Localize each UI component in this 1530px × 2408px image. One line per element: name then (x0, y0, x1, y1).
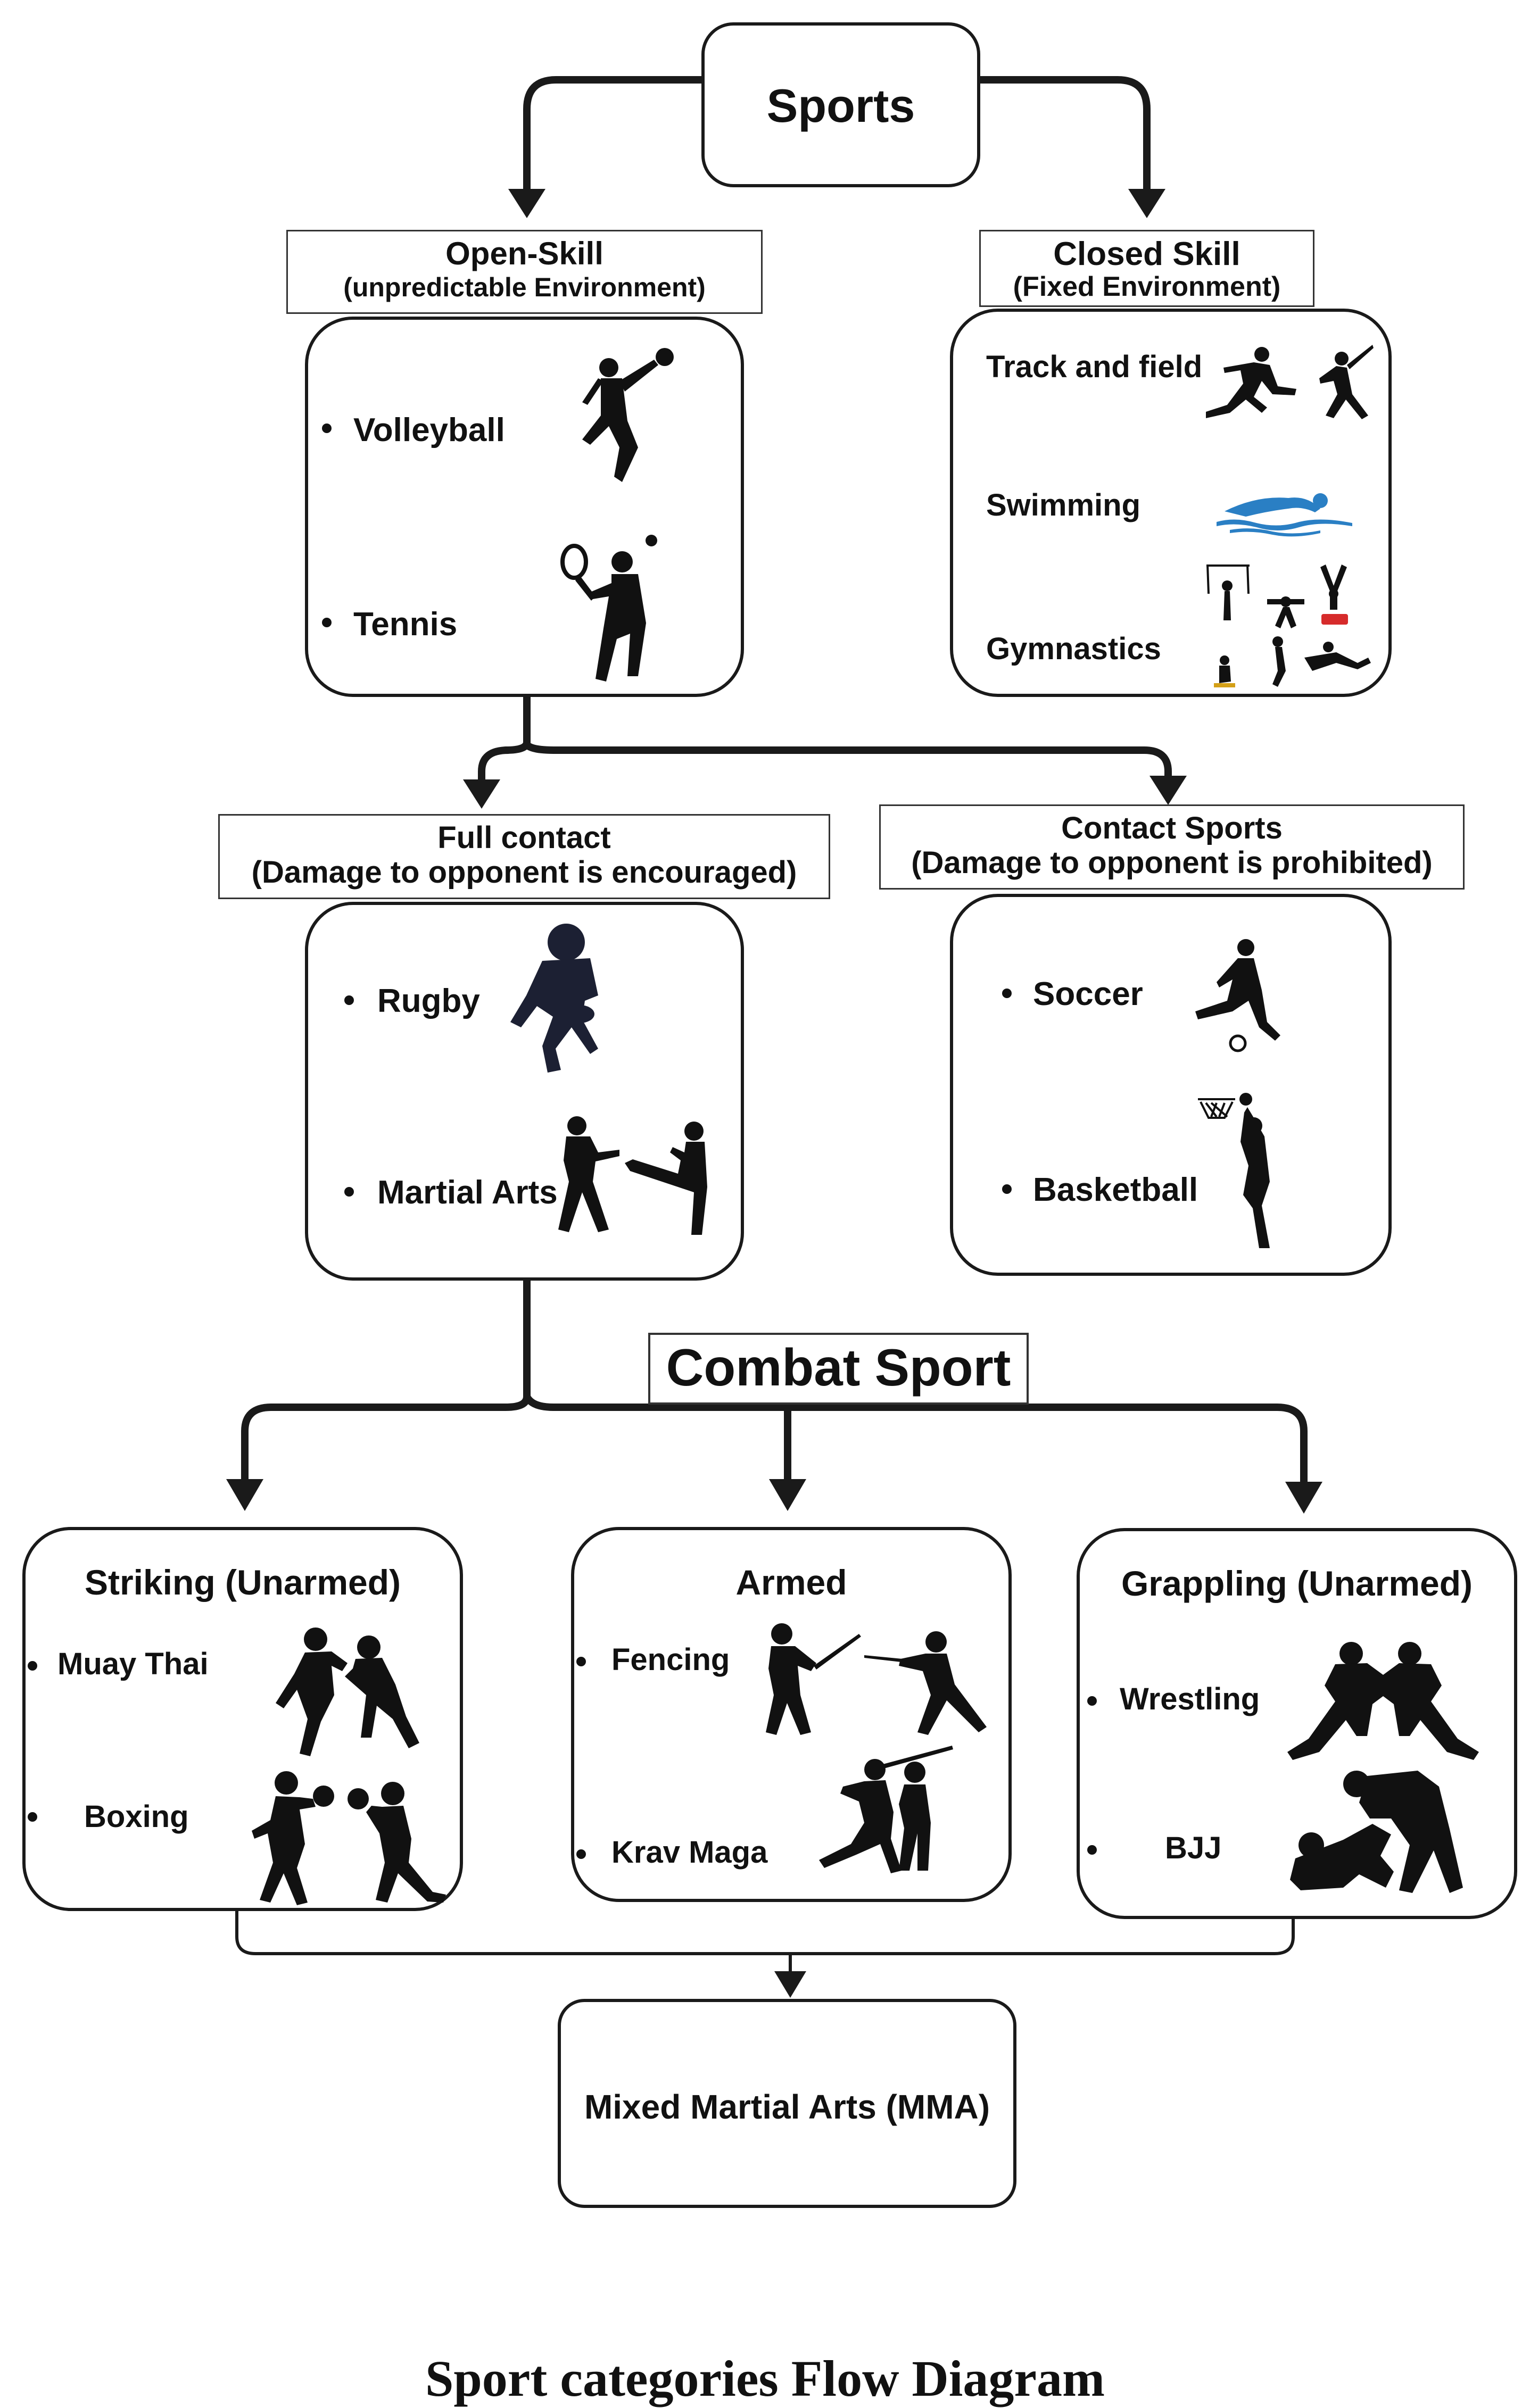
closed-skill-subtitle: (Fixed Environment) (1013, 271, 1281, 303)
item-basketball: Basketball (1033, 1172, 1198, 1208)
arrowheads (226, 189, 1322, 1998)
arrow-armed (769, 1479, 806, 1511)
closed-skill-title: Closed Skill (1053, 236, 1240, 272)
closed-skill-label-box: Closed Skill (Fixed Environment) (979, 230, 1314, 307)
connector-sports-open (523, 76, 705, 193)
gymnast-icon (1206, 564, 1371, 687)
bullet (344, 995, 354, 1005)
contact-sports-box: Soccer Basketball (950, 894, 1392, 1276)
full-contact-label-box: Full contact (Damage to opponent is enco… (218, 814, 830, 899)
contact-sports-subtitle: (Damage to opponent is prohibited) (911, 845, 1433, 880)
volleyball-player-icon (582, 348, 674, 482)
tennis-player-icon (560, 535, 657, 682)
sports-root-label: Sports (766, 79, 915, 132)
bjj-grapplers-icon (1290, 1771, 1463, 1893)
full-contact-title: Full contact (437, 820, 611, 855)
connector-sports-closed (977, 76, 1151, 193)
open-skill-title: Open-Skill (445, 236, 603, 271)
arrow-closed (1128, 189, 1165, 218)
full-contact-subtitle: (Damage to opponent is encouraged) (251, 854, 797, 890)
bullet (28, 1812, 37, 1822)
bullet (576, 1657, 586, 1666)
bullet (1087, 1696, 1097, 1706)
item-wrestling: Wrestling (1120, 1682, 1260, 1716)
bullet (28, 1661, 37, 1671)
track-and-field-icon (1206, 345, 1374, 419)
krav-maga-fighters-icon (819, 1746, 953, 1873)
mma-box: Mixed Martial Arts (MMA) (558, 1999, 1016, 2208)
bullet (344, 1187, 354, 1197)
striking-box: Striking (Unarmed) Muay Thai Boxing (22, 1527, 463, 1911)
connector-open-full (478, 738, 531, 788)
contact-sports-title: Contact Sports (1061, 811, 1283, 845)
fencers-icon (766, 1623, 987, 1735)
arrow-open (508, 189, 545, 218)
swimmer-icon (1217, 493, 1352, 537)
item-tennis: Tennis (353, 606, 458, 643)
contact-sports-label-box: Contact Sports (Damage to opponent is pr… (879, 804, 1465, 890)
connector-bottom-merge (235, 1903, 1295, 1955)
item-gymnastics: Gymnastics (986, 632, 1161, 666)
full-contact-box: Rugby Martial Arts (305, 902, 744, 1281)
arrow-mma (774, 1971, 806, 1998)
grappling-title: Grappling (Unarmed) (1121, 1564, 1473, 1603)
bullet (1087, 1845, 1097, 1855)
basketball-player-icon (1198, 1093, 1270, 1248)
open-skill-label-box: Open-Skill (unpredictable Environment) (286, 230, 763, 314)
open-skill-subtitle: (unpredictable Environment) (343, 272, 706, 302)
martial-arts-fighters-icon (558, 1116, 707, 1235)
armed-title: Armed (735, 1563, 847, 1602)
muay-thai-fighters-icon (276, 1628, 419, 1756)
bullet (576, 1849, 586, 1859)
connector-combat-left (241, 1393, 531, 1488)
rugby-player-icon (510, 924, 598, 1073)
arrow-striking (226, 1479, 263, 1511)
arrow-contact (1149, 776, 1187, 805)
item-boxing: Boxing (84, 1799, 189, 1834)
armed-box: Armed Fencing Krav Maga (571, 1527, 1012, 1902)
item-fencing: Fencing (611, 1642, 730, 1677)
connector-open-contact (523, 741, 1172, 785)
combat-sport-label-box: Combat Sport (648, 1333, 1029, 1405)
bullet (1002, 1184, 1012, 1194)
mma-label: Mixed Martial Arts (MMA) (584, 2088, 990, 2126)
bullet (322, 424, 332, 433)
item-volleyball: Volleyball (353, 412, 505, 449)
item-swimming: Swimming (986, 488, 1141, 522)
diagram-caption: Sport categories Flow Diagram (425, 2350, 1105, 2407)
bullet (1002, 989, 1012, 998)
soccer-player-icon (1195, 939, 1280, 1052)
item-bjj: BJJ (1165, 1831, 1222, 1865)
striking-title: Striking (Unarmed) (84, 1563, 401, 1602)
item-martial-arts: Martial Arts (377, 1174, 558, 1211)
item-krav-maga: Krav Maga (611, 1835, 768, 1870)
open-skill-box: Volleyball Tennis (305, 317, 744, 697)
boxers-icon (252, 1771, 446, 1905)
grappling-box: Grappling (Unarmed) Wrestling BJJ (1077, 1528, 1517, 1919)
connector-combat-right (550, 1404, 1308, 1491)
wrestlers-icon (1287, 1642, 1479, 1760)
item-soccer: Soccer (1033, 976, 1143, 1012)
combat-sport-label: Combat Sport (666, 1338, 1011, 1397)
item-muay-thai: Muay Thai (57, 1647, 209, 1681)
item-track-and-field: Track and field (986, 350, 1203, 384)
arrow-grappling (1285, 1482, 1322, 1514)
item-rugby: Rugby (377, 983, 480, 1019)
closed-skill-box: Track and field Swimming Gymnastics (950, 309, 1392, 697)
bullet (322, 618, 332, 627)
arrow-full (463, 779, 500, 809)
sports-root-box: Sports (701, 22, 980, 187)
